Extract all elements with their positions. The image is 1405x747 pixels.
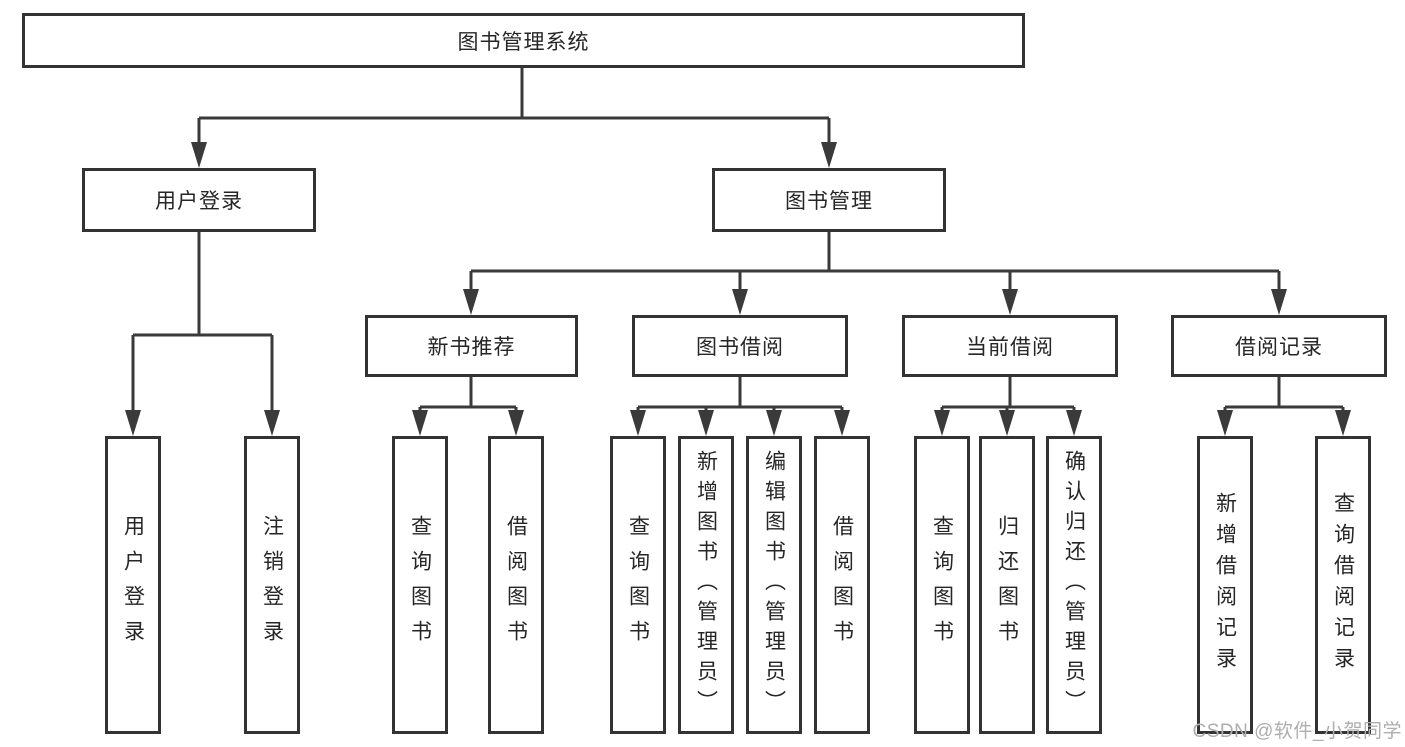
leaf-query-books-recommend: 查询图书: [392, 436, 448, 734]
leaf-label: 确认归还（管理员）: [1062, 450, 1086, 720]
leaf-label: 借阅图书: [504, 515, 528, 655]
leaf-query-books-current: 查询图书: [914, 436, 970, 734]
leaf-label: 查询图书: [930, 515, 954, 655]
leaf-label: 用户登录: [121, 515, 145, 655]
leaf-label: 归还图书: [995, 515, 1019, 655]
node-user-login: 用户登录: [82, 168, 316, 232]
node-system-title: 图书管理系统: [22, 13, 1025, 68]
leaf-label: 新增借阅记录: [1213, 492, 1237, 678]
leaf-add-books-admin: 新增图书（管理员）: [678, 436, 734, 734]
leaf-add-borrow-record: 新增借阅记录: [1197, 436, 1253, 734]
leaf-borrow-books: 借阅图书: [814, 436, 870, 734]
leaf-query-borrow-record: 查询借阅记录: [1315, 436, 1371, 734]
leaf-borrow-books-recommend: 借阅图书: [488, 436, 544, 734]
leaf-label: 查询借阅记录: [1331, 492, 1355, 678]
leaf-label: 注销登录: [260, 515, 284, 655]
csdn-watermark: CSDN @软件_小贺同学: [1192, 721, 1402, 742]
leaf-label: 新增图书（管理员）: [694, 450, 718, 720]
node-book-management: 图书管理: [712, 168, 946, 232]
leaf-label: 编辑图书（管理员）: [762, 450, 786, 720]
leaf-query-books-borrow: 查询图书: [610, 436, 666, 734]
node-current-borrow: 当前借阅: [902, 315, 1118, 377]
node-borrow-records: 借阅记录: [1171, 315, 1387, 377]
leaf-return-books: 归还图书: [979, 436, 1035, 734]
leaf-user-login: 用户登录: [105, 436, 161, 734]
node-book-borrow: 图书借阅: [632, 315, 848, 377]
leaf-label: 查询图书: [408, 515, 432, 655]
leaf-logout: 注销登录: [244, 436, 300, 734]
leaf-edit-books-admin: 编辑图书（管理员）: [746, 436, 802, 734]
node-new-book-recommend: 新书推荐: [365, 315, 578, 377]
leaf-label: 查询图书: [626, 515, 650, 655]
leaf-label: 借阅图书: [830, 515, 854, 655]
leaf-confirm-return-admin: 确认归还（管理员）: [1046, 436, 1102, 734]
